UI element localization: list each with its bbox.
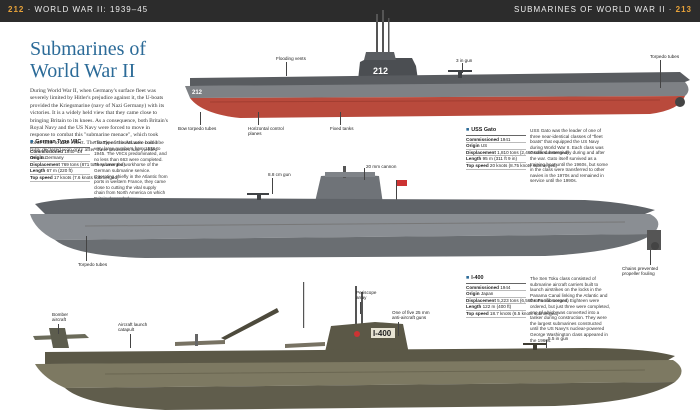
spec-row: Top speed 18.7 knots (6.5 knots submerge… [466,310,559,318]
spec-row: Displacement 5,223 tons (6,560 tons subm… [466,297,569,305]
i400-bomber-label: Bomber aircraft [52,312,69,323]
gato-flooding-vents-label: Flooding vents [276,56,306,61]
i400-periscope-label: Periscope array [356,290,377,301]
spec-row: Displacement 769 tons (871 tons submerge… [30,161,125,169]
i400-main-gun-label: 5.5 in gun [548,336,569,341]
uboat-aa-gun-label: 20 mm cannon [366,164,397,169]
uboat-propeller-label: Chains prevented propeller fouling [622,266,659,277]
spec-row: Length 122 m (400 ft) [466,304,526,311]
spec-row: Commissioned 1940–44 [30,149,90,156]
gato-control-planes-label: Horizontal control planes [248,126,284,137]
gato-spec-table: ■USS Gato Commissioned 1941 Origin US Di… [466,127,569,170]
spec-row: Top speed 17 knots (7.6 knots submerged) [30,174,119,182]
i400-spec-table: ■I-400 Commissioned 1944 Origin Japan Di… [466,275,569,318]
i400-hull-number: I-400 [373,329,392,338]
intro-paragraph: During World War II, when Germany's surf… [30,88,168,161]
spec-row: Origin Germany [30,155,90,162]
right-running-head: SUBMARINES OF WORLD WAR II [514,5,666,14]
left-running-head: WORLD WAR II: 1939–45 [34,5,149,14]
spec-row: Origin Japan [466,291,526,298]
i400-illustration: I-400 [33,282,682,410]
spec-row: Displacement 1,810 tons (2,460 tons subm… [466,149,569,157]
gato-torpedo-tubes-label: Torpedo tubes [650,54,680,59]
spec-row: Origin US [466,143,526,150]
uboat-torpedo-tubes-label: Torpedo tubes [78,262,108,267]
gato-spec-title: USS Gato [471,127,497,133]
spec-row: Length 95 m (311 ft 9 in) [466,156,526,163]
spec-row: Commissioned 1944 [466,285,526,292]
gato-hull-number: 212 [373,66,388,76]
right-page-number: 213 [675,5,692,14]
spec-row: Commissioned 1941 [466,137,526,144]
gato-gun-label: 3 in gun [456,58,473,63]
page-title: Submarines of World War II [30,38,147,82]
i400-description: The Sen Toku class consisted of submarin… [530,276,610,343]
i400-spec-title: I-400 [471,275,484,281]
gato-fixed-tanks-label: Fixed tanks [330,126,354,131]
gato-bow-number: 212 [192,90,203,96]
spec-row: Top speed 20 knots (8.75 knots submerged… [466,162,558,170]
uboat-spec-title: German Type VIIC [35,139,82,145]
uboat-spec-table: ■German Type VIIC Commissioned 1940–44 O… [30,139,125,182]
i400-aa-guns-label: One of five 25 mm anti-aircraft guns [392,310,430,321]
i400-catapult-label: Aircraft launch catapult [118,322,148,333]
uss-gato-illustration: 212 212 [185,10,690,118]
gato-bow-tubes-label: Bow torpedo tubes [178,126,217,131]
page-header: 212 · WORLD WAR II: 1939–45 SUBMARINES O… [0,0,700,22]
spec-row: Length 67 m (220 ft) [30,168,90,175]
type-viic-illustration [30,166,661,258]
uboat-deck-gun-label: 8.8 cm gun [268,172,291,177]
left-page-number: 212 [8,5,25,14]
gato-description: USS Gato was the leader of one of three … [530,128,608,184]
